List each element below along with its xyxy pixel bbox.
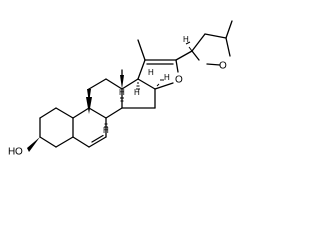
h-c20-label: H: [183, 35, 189, 44]
ring-c: [88, 78, 123, 119]
tetrahydrofuran-side-chain: [175, 20, 233, 66]
hydroxyl-o-label: O: [15, 147, 23, 158]
h-c17-label: H: [148, 68, 154, 77]
h-c14-label: H: [134, 88, 140, 97]
thf-oxygen-label: O: [219, 61, 227, 72]
hydroxyl-group: [27, 137, 40, 152]
methyl-groups: [86, 39, 146, 114]
atom-labels: H O O O H H H H H H: [8, 35, 227, 158]
ring-e-oxygen-label: O: [175, 75, 183, 86]
steroid-structure-diagram: H O O O H H H H H H: [8, 20, 233, 158]
ring-b: [72, 107, 107, 148]
ring-d: [121, 78, 156, 109]
h-c9-label: H: [119, 88, 125, 97]
h-c8-label: H: [103, 126, 109, 135]
h-c16-label: H: [164, 73, 170, 82]
ring-a: [39, 107, 74, 148]
stereo-hashes: [104, 41, 193, 128]
ring-e: [137, 59, 179, 90]
hydroxyl-h-label: H: [8, 147, 15, 158]
structure-svg: H O O O H H H H H H: [8, 20, 233, 158]
